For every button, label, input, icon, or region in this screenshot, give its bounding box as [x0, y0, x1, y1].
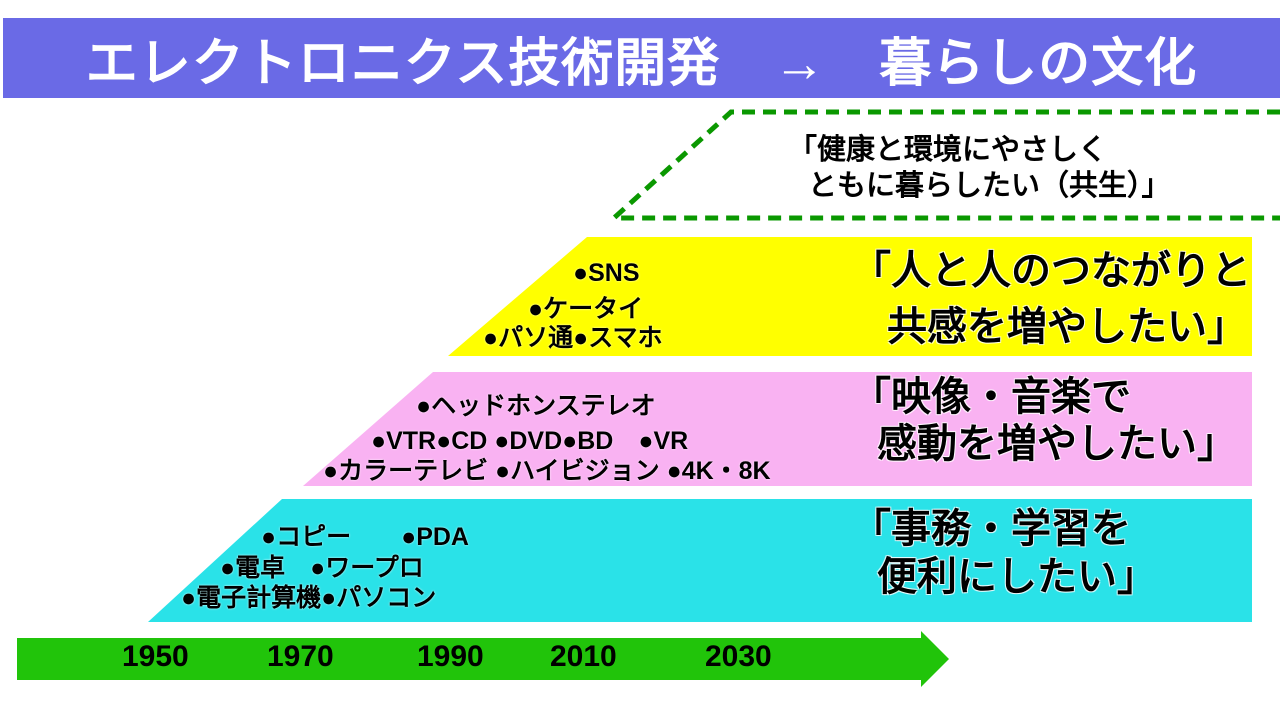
timeline-year-2030: 2030: [705, 640, 772, 673]
timeline-year-2010: 2010: [550, 640, 617, 673]
tech-item-headphone-stereo: ●ヘッドホンステレオ: [416, 392, 656, 420]
caption-connection: 「人と人のつながりと 共感を増やしたい」: [851, 243, 1251, 355]
caption-av-line1: 「映像・音楽で: [851, 375, 1131, 419]
tech-item-pasotsu-sumaho: ●パソ通●スマホ: [483, 324, 663, 352]
tech-item-colortv-hivision-4k8k: ●カラーテレビ ●ハイビジョン ●4K・8K: [323, 457, 771, 485]
caption-office: 「事務・学習を 便利にしたい」: [851, 505, 1157, 601]
tech-item-vtr-cd-dvd-bd-vr: ●VTR●CD ●DVD●BD ●VR: [371, 427, 689, 455]
tech-item-computer-pasokon: ●電子計算機●パソコン: [181, 584, 437, 612]
tech-item-sns: ●SNS: [573, 259, 640, 287]
timeline-arrow: [17, 631, 949, 687]
caption-connection-line1: 「人と人のつながりと: [851, 249, 1251, 293]
tech-item-dentaku-wordprocessor: ●電卓 ●ワープロ: [220, 554, 424, 582]
symbiosis-dashed-outline: [607, 109, 1280, 221]
slide-title: エレクトロニクス技術開発 → 暮らしの文化: [85, 34, 1198, 93]
caption-av: 「映像・音楽で 感動を増やしたい」: [851, 374, 1237, 468]
caption-av-line2: 感動を増やしたい」: [877, 422, 1237, 466]
timeline-year-1970: 1970: [267, 640, 334, 673]
caption-symbiosis: 「健康と環境にやさしく ともに暮らしたい（共生）」: [788, 132, 1171, 204]
caption-symbiosis-line1: 「健康と環境にやさしく: [788, 134, 1108, 166]
caption-office-line2: 便利にしたい」: [877, 555, 1157, 599]
connection-layer-band: [448, 237, 1252, 356]
timeline-year-1990: 1990: [417, 640, 484, 673]
office-layer-band: [148, 499, 1252, 622]
title-banner: エレクトロニクス技術開発 → 暮らしの文化: [3, 18, 1280, 98]
tech-item-copy-pda: ●コピー ●PDA: [261, 523, 469, 551]
caption-connection-line2: 共感を増やしたい」: [887, 305, 1247, 349]
caption-office-line1: 「事務・学習を: [851, 507, 1131, 551]
av-layer-band: [303, 372, 1252, 486]
timeline-year-1950: 1950: [122, 640, 189, 673]
tech-item-keitai: ●ケータイ: [528, 295, 644, 323]
caption-symbiosis-line2: ともに暮らしたい（共生）」: [808, 170, 1171, 202]
